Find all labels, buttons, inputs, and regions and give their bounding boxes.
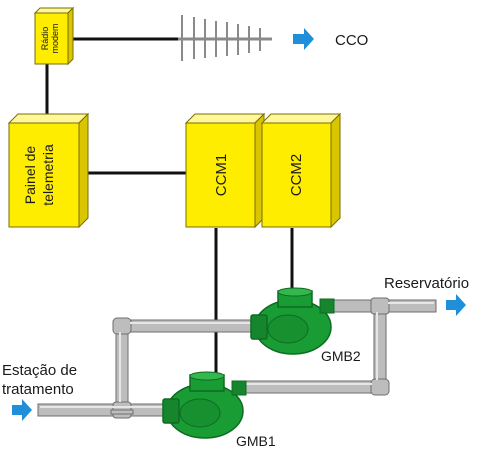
flow-arrow-icon — [12, 399, 32, 421]
ccm2-box: CCM2 — [260, 112, 342, 229]
pump-gmb1 — [162, 371, 247, 439]
fitting — [112, 317, 132, 335]
radio-modem-box: Rádio modem — [33, 6, 75, 66]
cco-label: CCO — [335, 32, 368, 49]
estacao-label-line1: Estação de — [2, 362, 77, 379]
pipe-left-riser — [115, 325, 129, 415]
pump-gmb2 — [250, 287, 335, 355]
yagi-antenna-icon — [178, 15, 272, 61]
painel-label-line2: telemetria — [40, 144, 56, 206]
ccm1-label: CCM1 — [213, 154, 230, 197]
signal-wires — [45, 37, 294, 385]
fitting — [110, 409, 134, 415]
estacao-label-line2: tratamento — [2, 381, 74, 398]
gmb2-label: GMB2 — [321, 348, 361, 364]
ccm2-label: CCM2 — [288, 154, 305, 197]
flow-arrow-icon — [446, 294, 466, 316]
fitting — [370, 297, 390, 315]
pipe-highlights — [40, 302, 434, 408]
pipe-gmb1-out — [239, 380, 387, 394]
flow-arrow-icon — [293, 28, 314, 50]
pipe-upper — [115, 319, 267, 333]
painel-telemetria-box: Painel de telemetria — [7, 112, 90, 229]
radio-modem-label-line1: Rádio — [40, 27, 50, 51]
ccm1-box: CCM1 — [184, 112, 266, 229]
gmb1-label: GMB1 — [236, 433, 276, 449]
radio-modem-label-line2: modem — [50, 23, 60, 53]
reservatorio-label: Reservatório — [384, 275, 469, 292]
pipe-inlet — [37, 403, 179, 417]
fitting — [370, 378, 390, 396]
painel-label-line1: Painel de — [22, 146, 38, 205]
